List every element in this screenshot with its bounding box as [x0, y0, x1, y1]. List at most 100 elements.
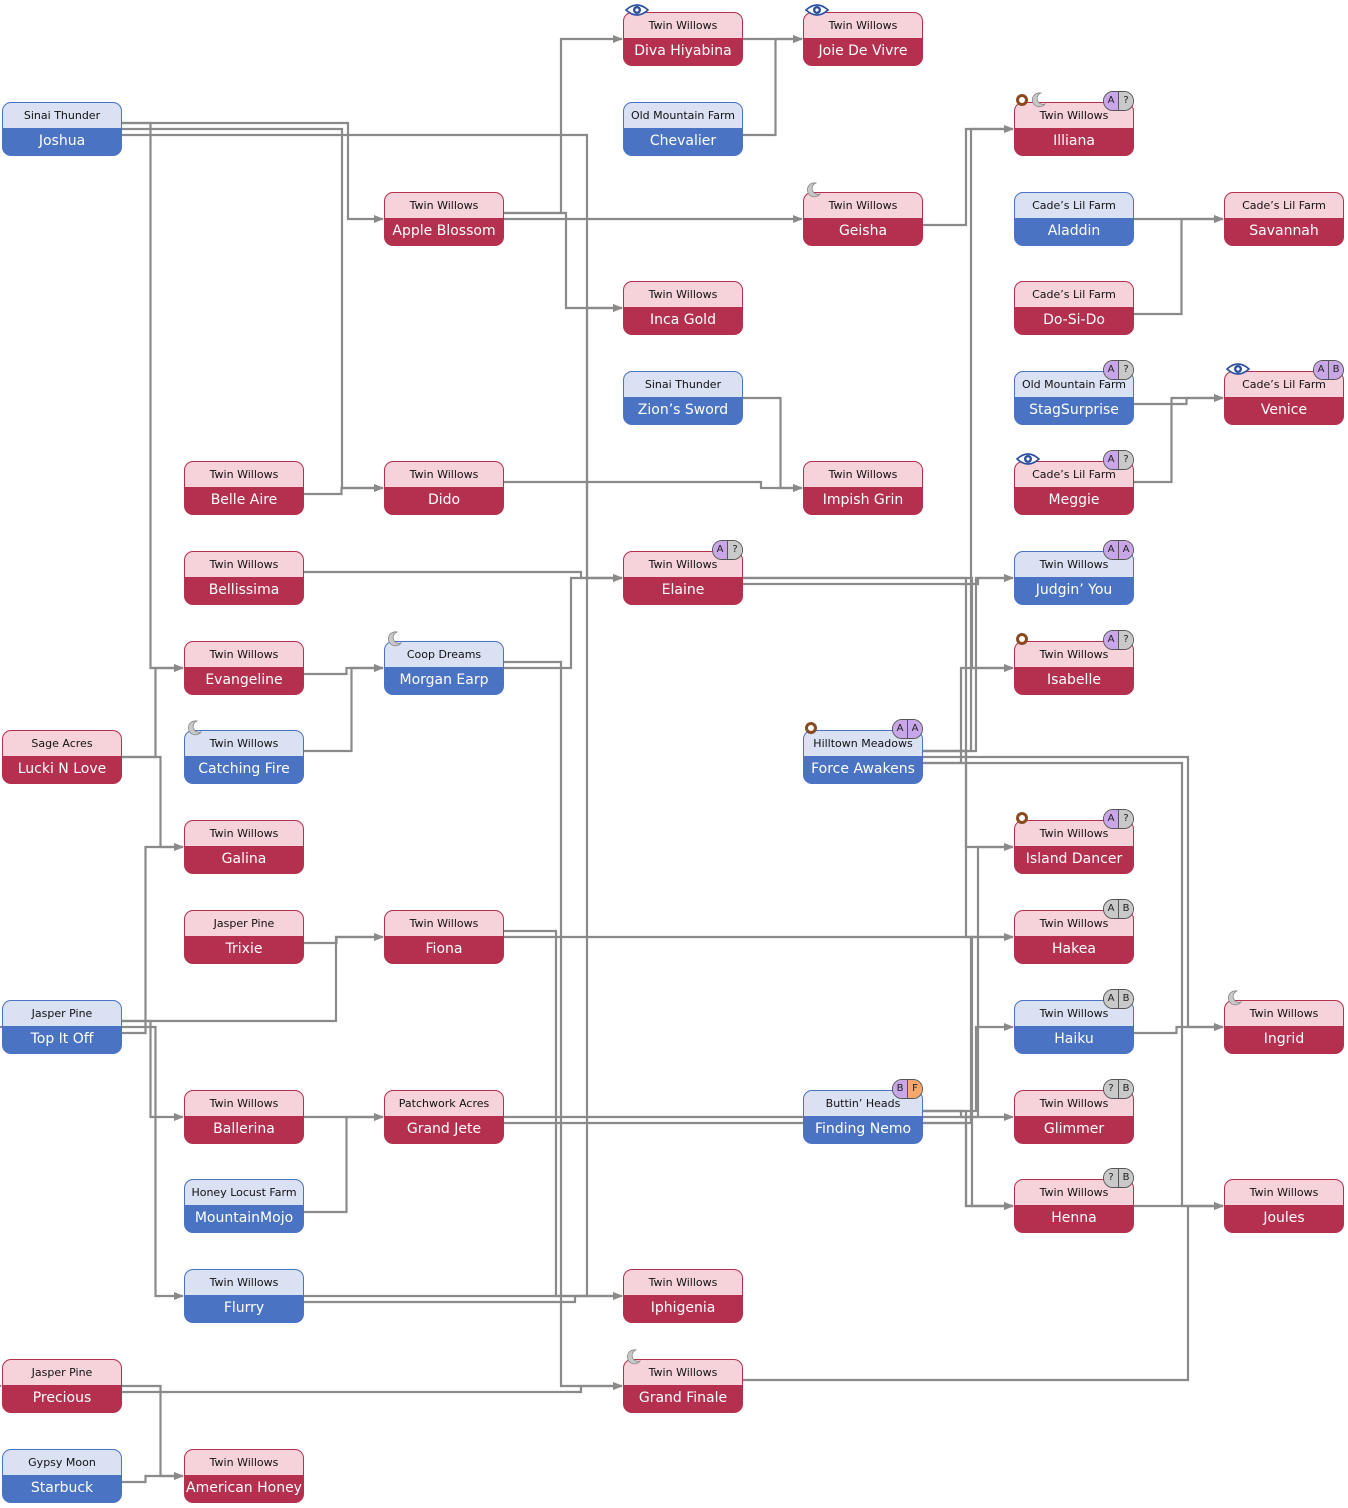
- animal-name: Joules: [1263, 1210, 1305, 1226]
- genotype-allele: A: [1104, 900, 1118, 918]
- genotype-allele: ?: [1118, 810, 1133, 828]
- link-fiona-to-iphigenia: [504, 929, 623, 1300]
- animal-name: Apple Blossom: [392, 223, 496, 239]
- link-dosido-to-savannah: [1134, 215, 1224, 316]
- link-apple-to-inca: [504, 211, 623, 312]
- farm-name: Honey Locust Farm: [185, 1180, 303, 1205]
- animal-name: Iphigenia: [650, 1300, 716, 1316]
- status-badges: [1016, 449, 1040, 469]
- farm-name: Twin Willows: [385, 911, 503, 936]
- animal-name: Impish Grin: [822, 492, 904, 508]
- eye-icon: [805, 3, 829, 17]
- link-force-to-illiana: [923, 125, 1014, 753]
- link-morgan-to-grandfinale: [504, 660, 623, 1390]
- animal-name: Bellissima: [208, 582, 280, 598]
- farm-name: Old Mountain Farm: [624, 103, 742, 128]
- status-badges: [386, 629, 402, 649]
- animal-name: Finding Nemo: [814, 1121, 912, 1137]
- genotype-allele: A: [713, 541, 727, 559]
- ring-icon: [805, 722, 817, 734]
- genotype-allele: ?: [1104, 1080, 1118, 1098]
- farm-name: Twin Willows: [1225, 1180, 1343, 1205]
- eye-icon: [1016, 452, 1040, 466]
- animal-name: Joie De Vivre: [818, 43, 908, 59]
- link-flurry-to-inca: [304, 304, 623, 1298]
- animal-name: Elaine: [661, 582, 705, 598]
- animal-name: Top It Off: [30, 1031, 94, 1047]
- link-mojo-to-grandjete: [304, 1113, 384, 1214]
- genotype-allele: F: [907, 1080, 922, 1098]
- farm-name: Twin Willows: [804, 462, 922, 487]
- link-precious-to-grandfinale: [122, 1382, 623, 1394]
- genotype-badge: A?: [1103, 450, 1134, 470]
- link-dido-to-impish: [504, 480, 803, 492]
- link-nemo-to-henna: [923, 1109, 1014, 1210]
- farm-name: Twin Willows: [804, 193, 922, 218]
- genotype-allele: B: [1118, 1080, 1133, 1098]
- animal-name: Hakea: [1052, 941, 1096, 957]
- link-elaine-to-isabelle: [743, 576, 1014, 672]
- link-starbuck-to-americanhoney: [122, 1472, 184, 1484]
- genotype-badge: A?: [1103, 91, 1134, 111]
- genotype-badge: ?B: [1103, 1079, 1134, 1099]
- genotype-allele: A: [1118, 541, 1133, 559]
- link-catching-to-morgan: [304, 664, 384, 753]
- farm-name: Twin Willows: [1015, 642, 1133, 667]
- farm-name: Twin Willows: [624, 13, 742, 38]
- genotype-allele: ?: [1118, 631, 1133, 649]
- link-grandfinale-to-joules: [743, 1202, 1224, 1382]
- status-badges: [1016, 90, 1046, 110]
- link-meggie-to-venice: [1134, 394, 1224, 484]
